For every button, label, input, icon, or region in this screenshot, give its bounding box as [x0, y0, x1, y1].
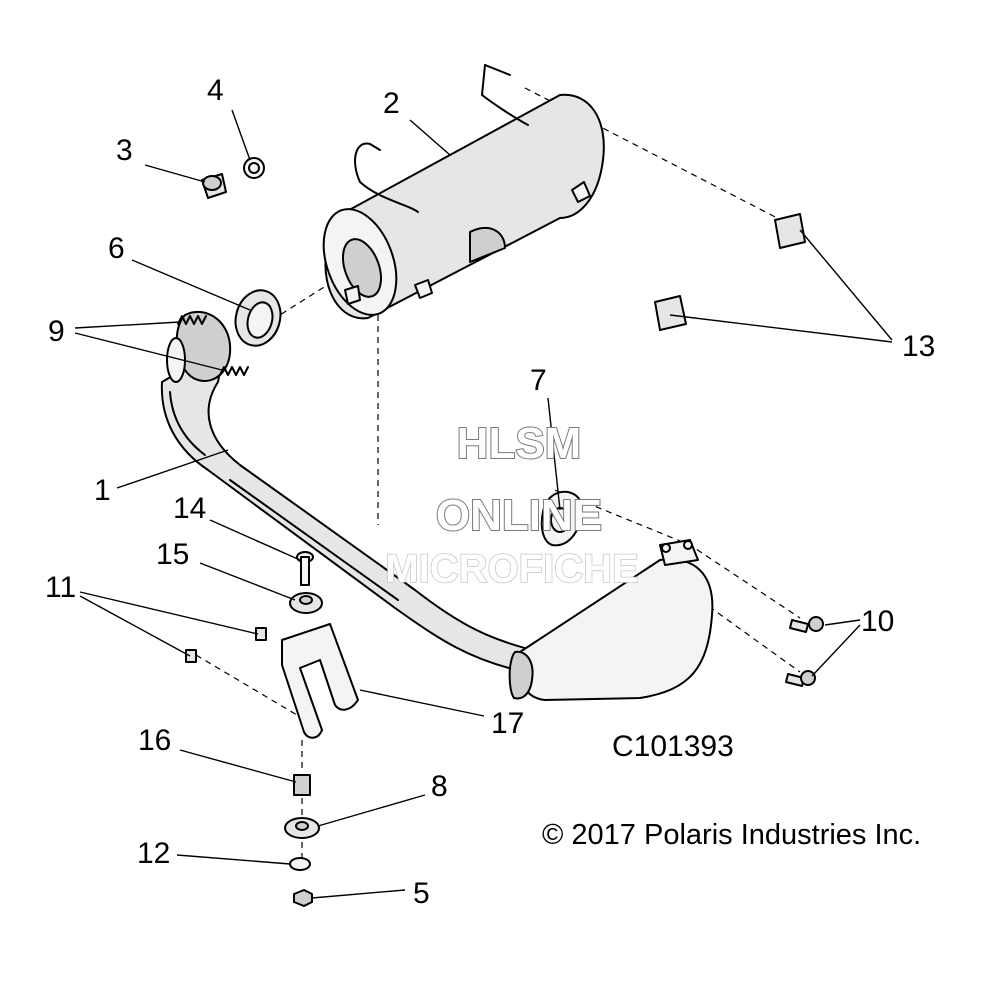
callout-14: 14: [173, 492, 206, 525]
callout-9: 9: [48, 315, 65, 348]
callout-2: 2: [383, 87, 400, 120]
washer-part-12: [289, 857, 311, 871]
callout-3: 3: [116, 134, 133, 167]
head-pipe-part-1: [160, 310, 714, 701]
bracket-part-17: [281, 623, 359, 739]
bolt-part-14: [296, 551, 314, 586]
callout-12: 12: [137, 837, 170, 870]
copyright-notice: © 2017 Polaris Industries Inc.: [542, 819, 921, 851]
callout-15: 15: [156, 538, 189, 571]
muffler-part-2: [322, 64, 605, 320]
grommets-part-13: [654, 213, 806, 331]
callout-16: 16: [138, 724, 171, 757]
gasket-part-6: [234, 289, 282, 347]
diagram-code: C101393: [612, 730, 734, 763]
grommet-part-8: [284, 817, 320, 839]
callout-1: 1: [94, 474, 111, 507]
watermark-line-3: MICROFICHE: [385, 547, 638, 591]
callout-labels: 1 2 3 4 5 6 7 8 9 10 11 12 13 14 15 16 1…: [45, 74, 935, 910]
callout-5: 5: [413, 877, 430, 910]
bolts-part-11: [185, 627, 267, 663]
springs-part-9: [177, 315, 249, 376]
callout-8: 8: [431, 770, 448, 803]
callout-7: 7: [530, 364, 547, 397]
grommet-part-15: [289, 592, 323, 614]
callout-17: 17: [491, 707, 524, 740]
washer-part-4: [243, 157, 265, 179]
callout-6: 6: [108, 232, 125, 265]
watermark-line-2: ONLINE: [436, 491, 602, 540]
plug-part-3: [201, 173, 227, 199]
callout-11: 11: [45, 571, 76, 604]
spacer-part-16: [293, 774, 311, 796]
callout-13: 13: [902, 330, 935, 363]
callout-4: 4: [207, 74, 224, 107]
nut-part-5: [293, 889, 313, 907]
watermark-line-1: HLSM: [457, 419, 582, 468]
gasket-part-7: [540, 490, 583, 547]
watermark: HLSM ONLINE MICROFICHE: [385, 418, 640, 592]
leader-lines: [74, 109, 893, 899]
bolts-part-10: [785, 616, 824, 687]
callout-10: 10: [861, 605, 894, 638]
